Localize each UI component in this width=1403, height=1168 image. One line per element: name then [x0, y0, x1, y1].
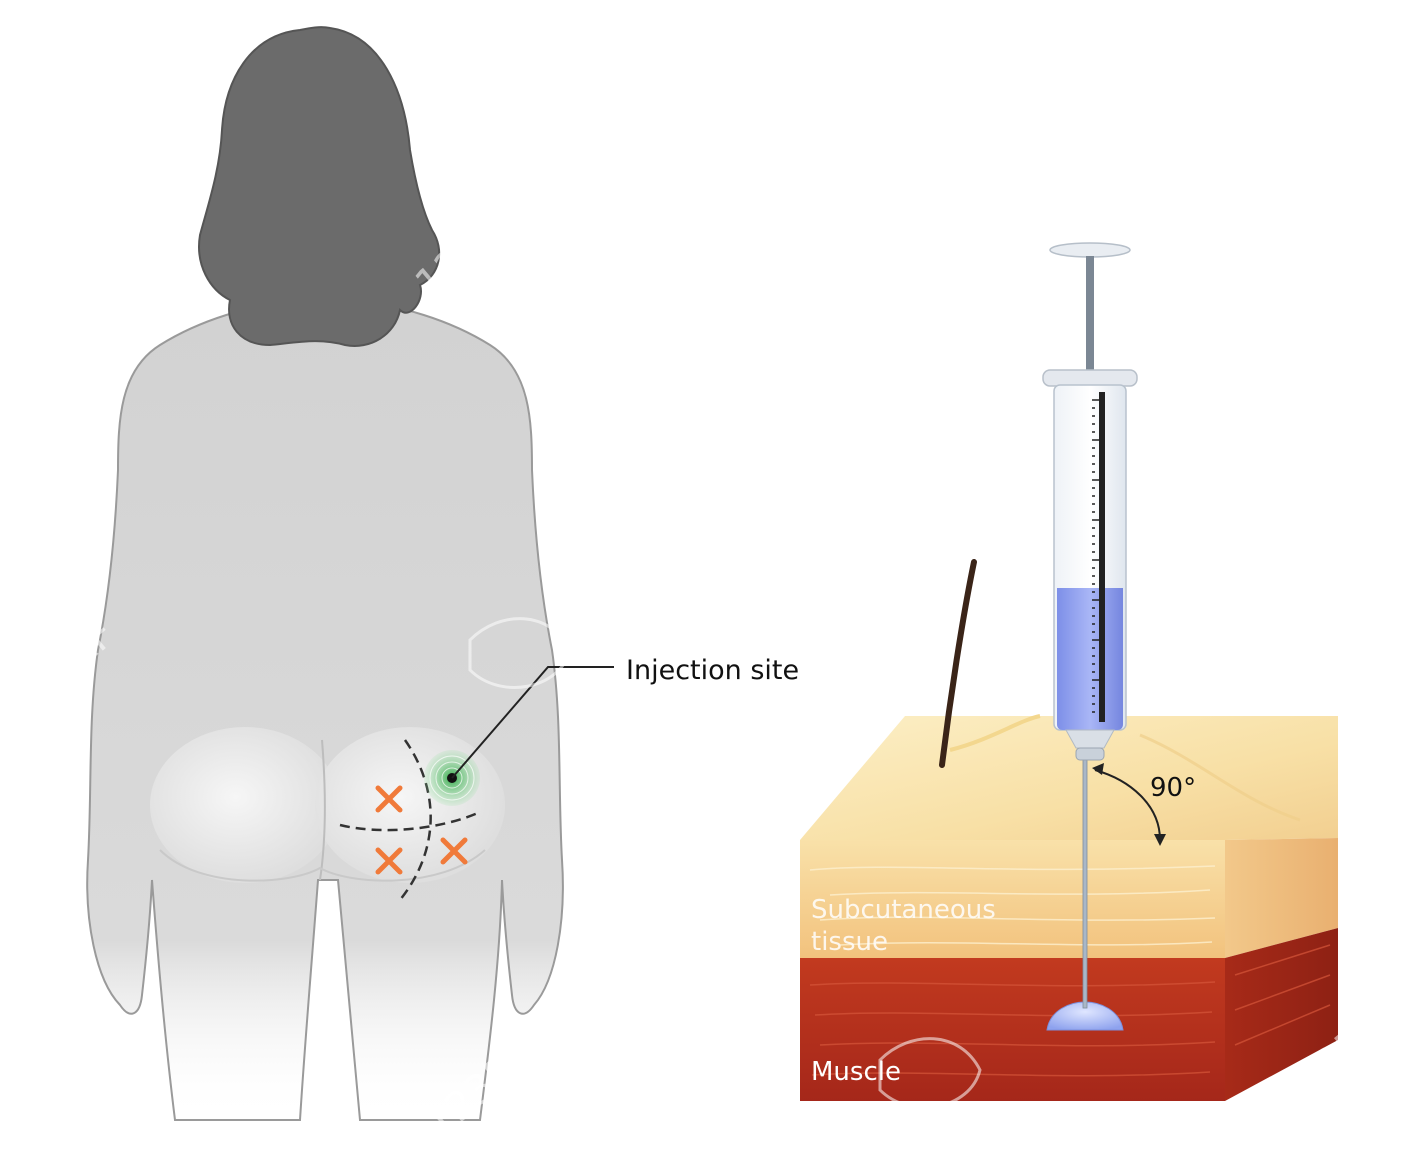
left-buttock — [150, 727, 340, 883]
svg-text:123RF: 123RF — [837, 611, 964, 728]
angle-label: 90° — [1150, 773, 1196, 803]
watermark-logo: 123RF — [870, 211, 1374, 328]
body-silhouette — [87, 300, 563, 1120]
plunger-thumb-rest — [1050, 243, 1130, 257]
syringe-liquid — [1057, 588, 1123, 730]
body-figure — [87, 27, 563, 1120]
plunger-inner-rod — [1099, 392, 1105, 722]
skin-block: Subcutaneous tissue Muscle — [800, 716, 1338, 1101]
plunger-rod — [1086, 256, 1094, 374]
subcutaneous-label: Subcutaneous — [811, 895, 996, 925]
finger-flange — [1043, 370, 1137, 386]
needle-hub — [1076, 748, 1104, 760]
syringe — [1043, 243, 1137, 760]
injection-site-label: Injection site — [626, 655, 799, 686]
muscle-label: Muscle — [811, 1057, 901, 1087]
hair-icon — [199, 27, 439, 346]
needle — [1083, 760, 1087, 1008]
subcutaneous-label-line2: tissue — [811, 927, 888, 957]
svg-text:123RF: 123RF — [1247, 211, 1374, 328]
